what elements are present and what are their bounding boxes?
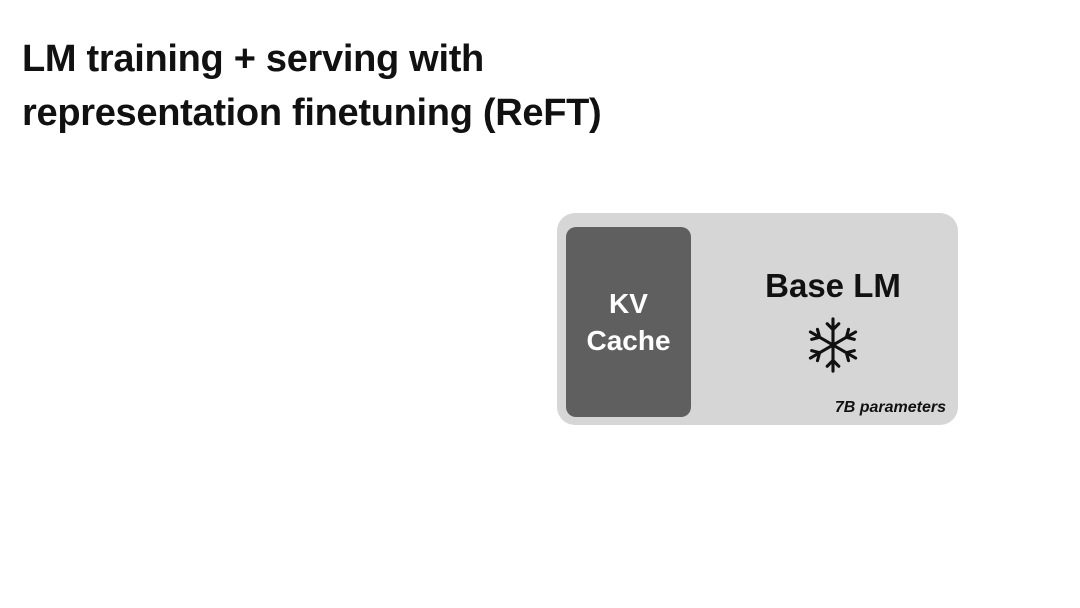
kv-cache-box: KV Cache <box>566 227 691 417</box>
base-lm-label: Base LM <box>765 267 901 304</box>
base-lm-box: KV Cache Base LM 7B parameters <box>557 213 958 425</box>
snowflake-icon <box>808 317 858 373</box>
slide-title: LM training + serving with representatio… <box>22 38 602 134</box>
parameter-count-note: 7B parameters <box>834 399 946 416</box>
kv-cache-label: KV Cache <box>586 288 671 356</box>
